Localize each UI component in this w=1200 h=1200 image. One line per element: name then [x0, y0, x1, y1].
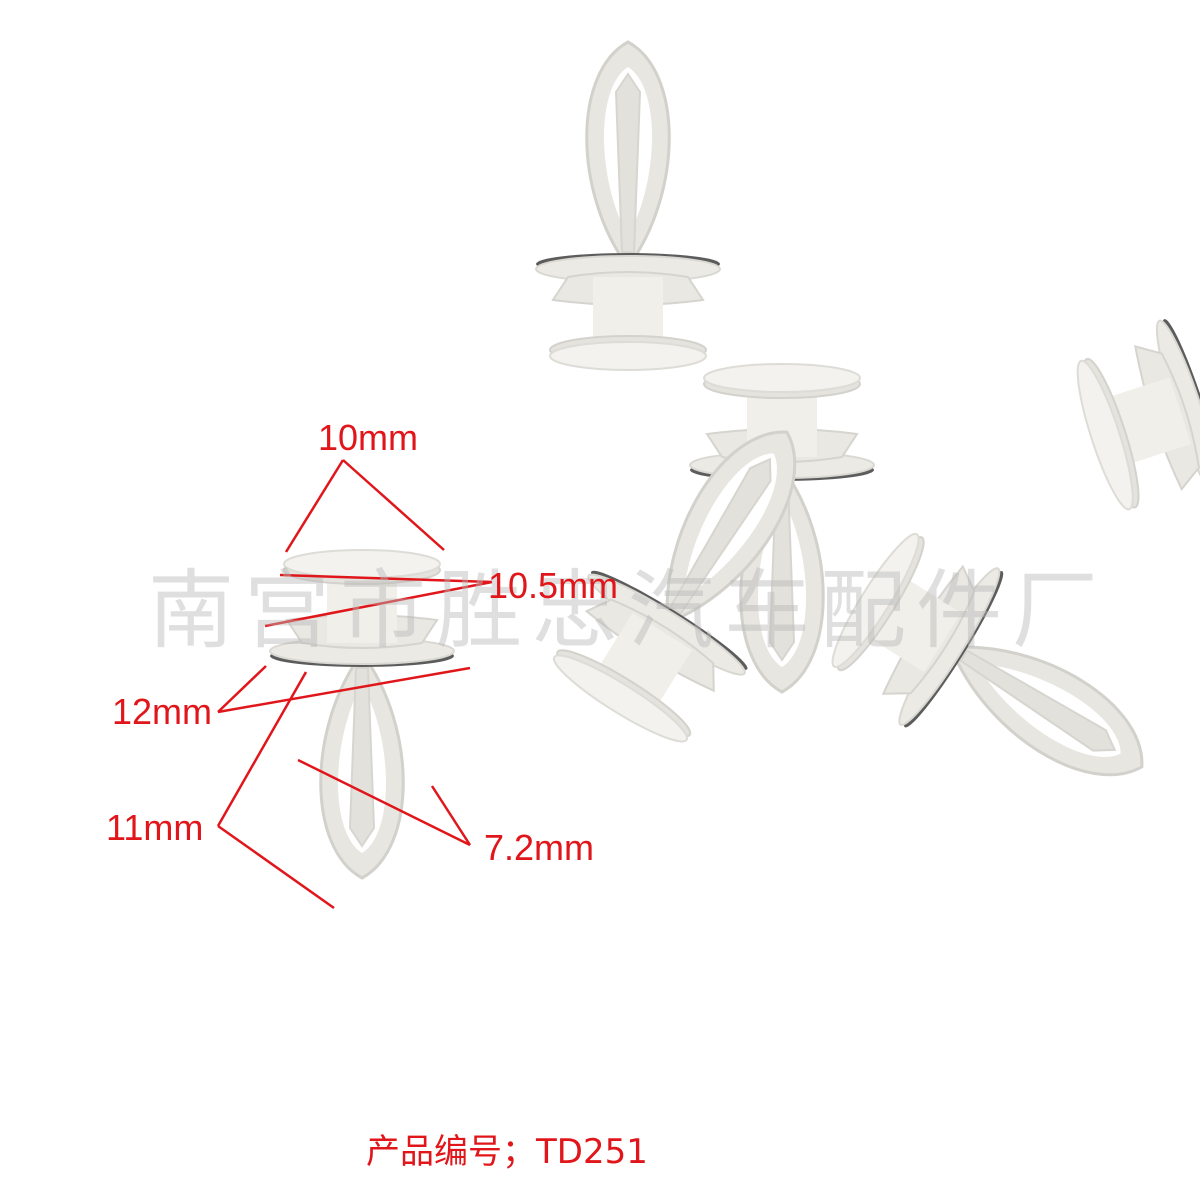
dimension-lines: [216, 459, 493, 910]
watermark-text: 南宫市胜忠汽车配件厂: [148, 561, 1108, 661]
dimension-label-leg-width: 7.2mm: [484, 827, 595, 868]
dim-line-10-5mm-upper: [279, 573, 493, 584]
dim-line-10mm-right: [342, 459, 445, 551]
dim-line-10-5mm-lower: [264, 580, 493, 628]
dimension-label-flange: 10.5mm: [488, 565, 619, 606]
clip-top-center: [534, 40, 722, 372]
dimension-label-head: 10mm: [318, 417, 419, 458]
dim-line-12mm-lower: [217, 666, 471, 714]
dim-line-7-2mm-lower: [430, 785, 472, 846]
product-code-caption: 产品编号；TD251: [366, 1132, 648, 1172]
dimension-label-leg-length: 11mm: [106, 807, 204, 848]
dim-line-10mm-left: [284, 459, 345, 553]
dim-line-12mm-upper: [217, 665, 267, 713]
dimension-label-skirt: 12mm: [112, 691, 213, 732]
dim-line-7-2mm-upper: [297, 758, 471, 847]
dim-line-11mm-upper: [216, 671, 308, 827]
clip-right: [1061, 249, 1200, 529]
dim-line-11mm-lower: [217, 824, 335, 910]
